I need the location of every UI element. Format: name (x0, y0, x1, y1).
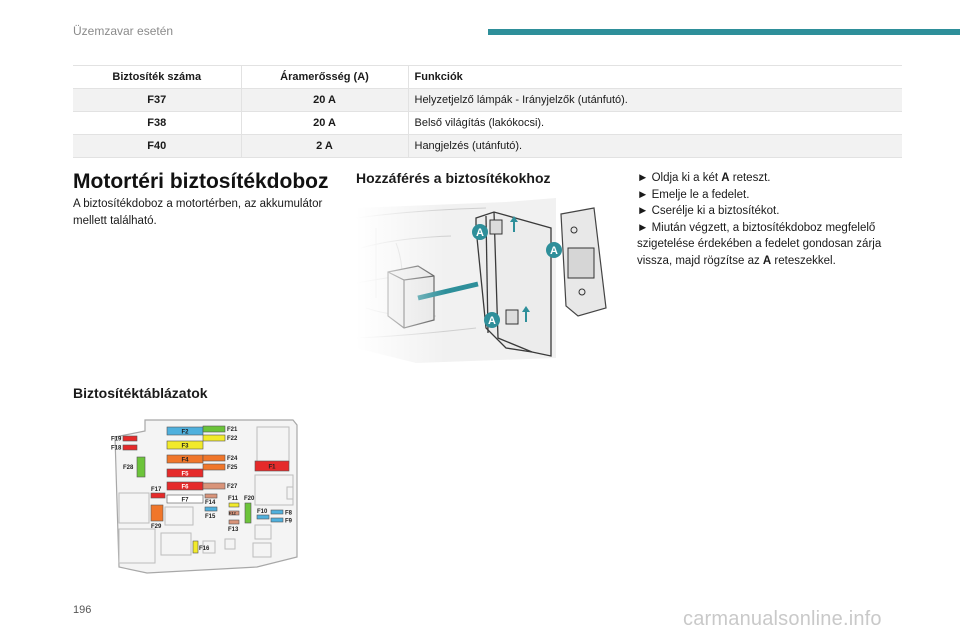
label-f20: F20 (244, 496, 255, 502)
fuse-f19 (122, 435, 138, 442)
fuse-f17 (150, 492, 166, 499)
step-item: ► Cserélje ki a biztosítékot. (637, 205, 780, 217)
fuse-amperage: 20 A (241, 88, 409, 112)
label-f16: F16 (199, 546, 210, 552)
label-f1: F1 (268, 465, 276, 471)
fuse-f1 (254, 460, 290, 472)
fuse-function: Hangjelzés (utánfutó). (408, 134, 902, 158)
fuse-f20 (244, 502, 252, 524)
fuse-function: Belső világítás (lakókocsi). (408, 111, 902, 135)
table-row: F37 20 A Helyzetjelző lámpák - Irányjelz… (73, 88, 902, 112)
fuse-f12 (228, 510, 240, 516)
table-row: F38 20 A Belső világítás (lakókocsi). (73, 111, 902, 135)
label-f22: F22 (227, 436, 238, 442)
label-f12: F12 (229, 511, 237, 516)
fusebox-diagram: F2 F3 F4 F5 F6 F7 F21 F22 F24 F25 F27 F1… (111, 419, 298, 574)
fuse-amperage: 20 A (241, 111, 409, 135)
label-f5: F5 (181, 472, 189, 478)
watermark-text: carmanualsonline.info (683, 608, 882, 630)
engine-compartment-illustration: A A A (356, 188, 612, 370)
fuse-f5 (166, 468, 204, 478)
engine-fusebox-heading: Motortéri biztosítékdoboz (73, 170, 329, 193)
fuse-f11 (228, 502, 240, 508)
label-f25: F25 (227, 465, 238, 471)
label-f6: F6 (181, 485, 189, 491)
fuse-f9 (270, 517, 284, 523)
fuse-f7 (166, 494, 204, 504)
fuse-f10 (256, 514, 270, 520)
access-heading: Hozzáférés a biztosítékokhoz (356, 170, 551, 186)
table-row: F40 2 A Hangjelzés (utánfutó). (73, 134, 902, 158)
step-item: ► Miután végzett, a biztosítékdoboz megf… (637, 221, 882, 267)
fuse-f21 (202, 425, 226, 433)
fuse-f28 (136, 456, 146, 478)
label-f13: F13 (228, 527, 239, 533)
fuse-number: F40 (73, 134, 242, 158)
fuse-amperage: 2 A (241, 134, 409, 158)
access-steps: ► Oldja ki a két A reteszt. ► Emelje le … (637, 170, 907, 269)
fuse-f29 (150, 504, 164, 522)
column-header-function: Funkciók (408, 65, 902, 89)
fuse-number: F38 (73, 111, 242, 135)
label-f15: F15 (205, 514, 216, 520)
header-accent-bar (488, 29, 960, 35)
label-f14: F14 (205, 500, 216, 506)
fuse-function: Helyzetjelző lámpák - Irányjelzők (utánf… (408, 88, 902, 112)
label-f28: F28 (123, 465, 134, 471)
label-f10: F10 (257, 509, 268, 515)
fuse-f16 (192, 540, 199, 554)
fuse-f24 (202, 454, 226, 462)
label-f29: F29 (151, 524, 162, 530)
label-f18: F18 (111, 446, 122, 452)
step-item: ► Emelje le a fedelet. (637, 188, 750, 201)
column-header-number: Biztosíték száma (73, 65, 242, 89)
engine-fusebox-text: A biztosítékdoboz a motortérben, az akku… (73, 198, 323, 227)
fuse-table: Biztosíték száma Áramerősség (A) Funkció… (73, 65, 902, 158)
label-f19: F19 (111, 437, 122, 443)
fuse-f13 (228, 519, 240, 525)
fuse-f3 (166, 440, 204, 450)
fuse-f18 (122, 444, 138, 451)
section-title: Üzemzavar esetén (73, 24, 174, 38)
step-item: ► Oldja ki a két A reteszt. (637, 172, 771, 184)
fuse-number: F37 (73, 88, 242, 112)
fuse-f15 (204, 506, 218, 512)
label-f2: F2 (181, 430, 189, 436)
fuse-f14 (204, 493, 218, 499)
label-f27: F27 (227, 484, 238, 490)
label-f4: F4 (181, 458, 189, 464)
label-f24: F24 (227, 456, 238, 462)
column-header-amperage: Áramerősség (A) (241, 65, 409, 89)
label-f11: F11 (228, 496, 239, 502)
label-f9: F9 (285, 519, 293, 525)
fuse-f27 (202, 482, 226, 490)
fuse-f8 (270, 509, 284, 515)
fuse-f22 (202, 434, 226, 442)
table-header-row: Biztosíték száma Áramerősség (A) Funkció… (73, 65, 902, 89)
label-f7: F7 (181, 498, 189, 504)
page-number: 196 (73, 604, 92, 616)
label-f3: F3 (181, 444, 189, 450)
label-f8: F8 (285, 511, 293, 517)
label-f21: F21 (227, 427, 238, 433)
fuse-tables-heading: Biztosítéktáblázatok (73, 385, 208, 401)
label-f17: F17 (151, 487, 162, 493)
fuse-f25 (202, 463, 226, 471)
